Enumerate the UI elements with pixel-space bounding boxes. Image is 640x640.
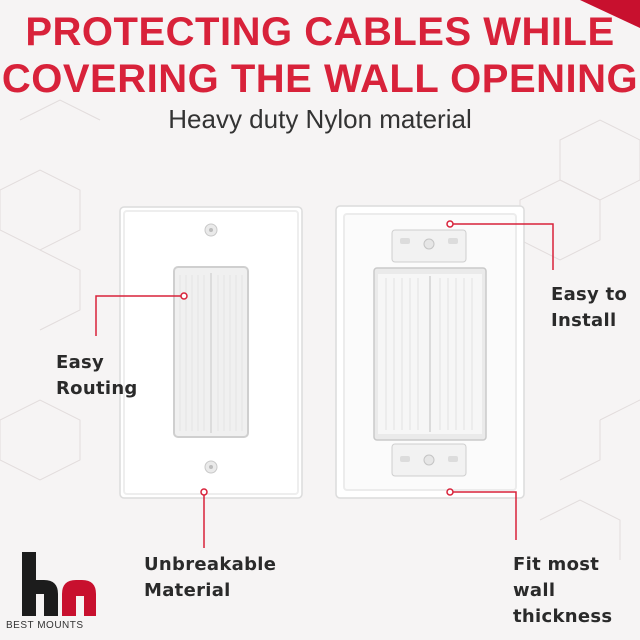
corner-accent [580, 0, 640, 28]
logo-text: BEST MOUNTS [6, 620, 84, 631]
callout-easy-install-line-1: Easy to [551, 284, 628, 305]
callout-fit-wall: Fit most wall thickness [513, 552, 640, 630]
callout-easy-install-line-2: Install [551, 310, 617, 331]
callout-fit-wall-line-1: Fit most wall [513, 554, 600, 601]
headline-line-2: COVERING THE WALL OPENING [1, 57, 639, 101]
callout-unbreakable-line-1: Unbreakable [144, 554, 277, 575]
front-wall-plate [119, 206, 303, 499]
headline-line-1: PROTECTING CABLES WHILE [25, 10, 615, 54]
callout-unbreakable-line-2: Material [144, 580, 231, 601]
callout-easy-install: Easy to Install [551, 282, 627, 334]
subtitle: Heavy duty Nylon material [168, 104, 472, 134]
callout-fit-wall-line-2: thickness [513, 606, 613, 627]
callout-easy-routing: Easy Routing [56, 350, 138, 402]
back-wall-plate [335, 205, 525, 499]
callout-easy-routing-line-2: Routing [56, 378, 138, 399]
callout-unbreakable: Unbreakable Material [144, 552, 276, 604]
callout-easy-routing-line-1: Easy [56, 352, 105, 373]
best-mounts-logo [22, 552, 96, 616]
